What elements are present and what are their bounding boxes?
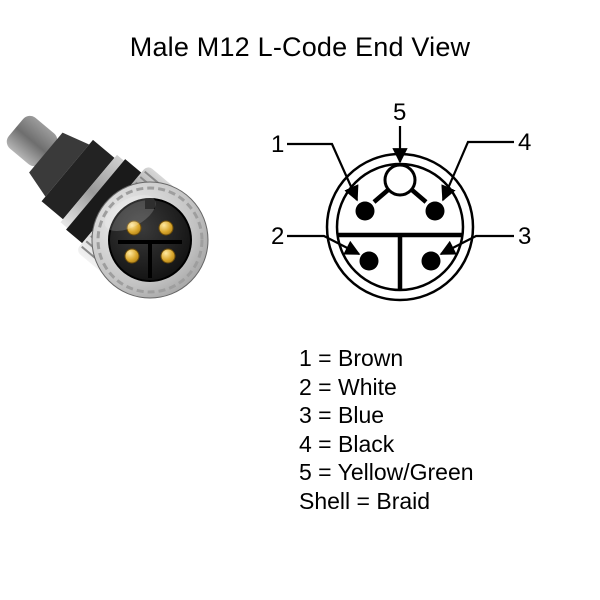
connector-face bbox=[91, 181, 209, 299]
leader-arrows bbox=[287, 126, 514, 255]
pin-3-dot bbox=[421, 251, 441, 271]
legend-line-shell: Shell = Braid bbox=[299, 487, 431, 514]
body-silver-ring bbox=[60, 154, 124, 229]
connector-photo bbox=[6, 115, 209, 299]
keying-bars bbox=[338, 188, 462, 289]
pin-5-opening bbox=[383, 163, 417, 197]
pin-label-2: 2 bbox=[271, 223, 284, 250]
cable-boot bbox=[29, 132, 90, 197]
page-title: Male M12 L-Code End View bbox=[129, 32, 471, 62]
pin-label-4: 4 bbox=[518, 129, 531, 156]
thread-ring bbox=[96, 186, 204, 294]
body-black-section bbox=[41, 139, 115, 220]
pin-2-arrow bbox=[287, 234, 361, 255]
connector-outline bbox=[325, 152, 475, 302]
keyway-notch bbox=[145, 200, 155, 209]
face-highlight bbox=[104, 194, 156, 232]
pin-4-dot bbox=[425, 201, 445, 221]
cable bbox=[6, 115, 58, 167]
legend-line-4: 4 = Black bbox=[299, 430, 395, 457]
body-dark-ring bbox=[66, 159, 142, 244]
pin-2-dot bbox=[359, 251, 379, 271]
legend-line-1: 1 = Brown bbox=[299, 345, 404, 371]
legend: 1 = Brown 2 = White 3 = Blue 4 = Black 5… bbox=[299, 344, 474, 515]
pin-1-arrow bbox=[287, 142, 359, 202]
legend-line-5: 5 = Yellow/Green bbox=[299, 459, 474, 485]
legend-line-2: 2 = White bbox=[299, 373, 397, 400]
pin-4-arrow bbox=[441, 140, 514, 202]
pin-label-1: 1 bbox=[271, 131, 284, 158]
pin-label-5: 5 bbox=[393, 99, 406, 126]
insulator-walls bbox=[118, 240, 182, 278]
pin-3-arrow bbox=[439, 234, 514, 255]
pinout-diagram: 5 1 4 2 3 bbox=[271, 99, 531, 302]
gold-pins bbox=[124, 220, 176, 264]
legend-line-3: 3 = Blue bbox=[299, 402, 385, 428]
pin-contacts bbox=[355, 201, 445, 271]
pin-1-dot bbox=[355, 201, 375, 221]
pin-label-3: 3 bbox=[518, 223, 531, 250]
